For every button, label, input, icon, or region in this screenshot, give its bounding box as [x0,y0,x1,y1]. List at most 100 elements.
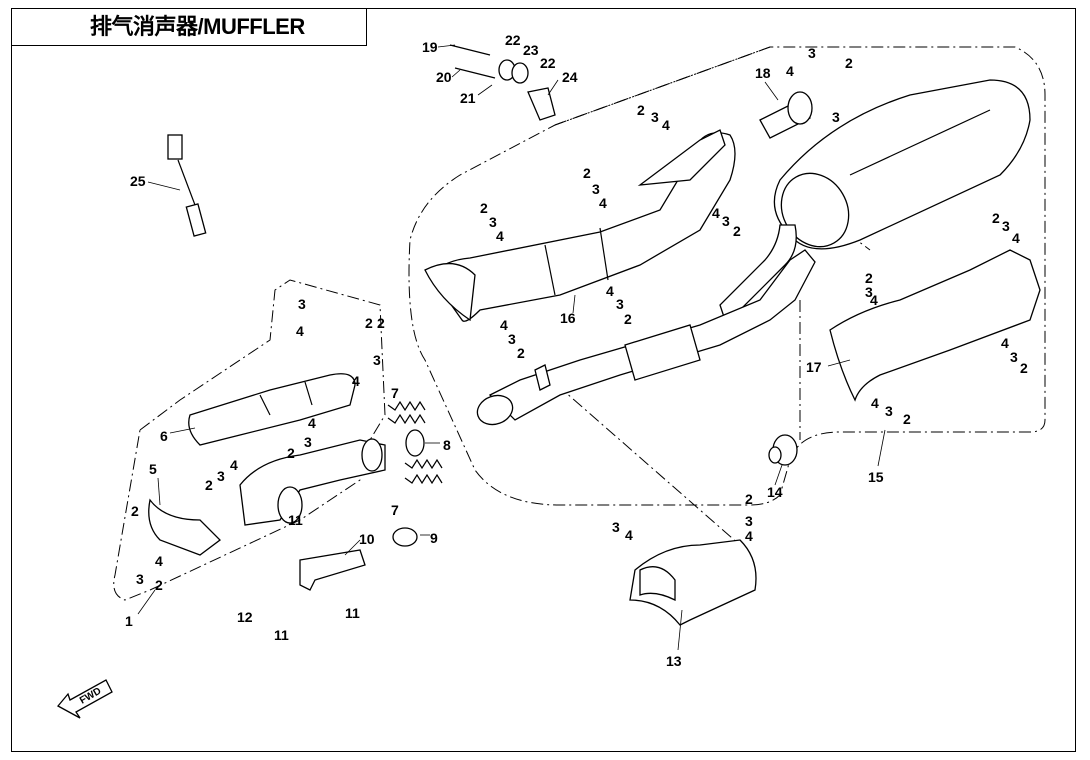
callout-2: 2 [1020,360,1028,376]
callout-4: 4 [662,117,670,133]
callout-3: 3 [745,513,753,529]
callout-13: 13 [666,653,682,669]
callout-3: 3 [508,331,516,347]
callout-4: 4 [606,283,614,299]
callout-7: 7 [391,385,399,401]
heat-shield-link-line [554,46,771,126]
callout-11: 11 [345,605,360,621]
bracket-10 [299,549,366,591]
callout-4: 4 [308,415,316,431]
callout-2: 2 [624,311,632,327]
callout-3: 3 [885,403,893,419]
callout-4: 4 [871,395,879,411]
callout-6: 6 [160,428,168,444]
callout-2: 2 [287,445,295,461]
heat-shield-17 [829,249,1041,402]
callout-2: 2 [865,270,873,286]
page-title: 排气消声器/MUFFLER [11,8,367,46]
callout-3: 3 [651,109,659,125]
callout-3: 3 [1002,218,1010,234]
lower-shield-5 [148,498,221,556]
callout-4: 4 [625,527,633,543]
callout-22: 22 [540,55,556,71]
callout-5: 5 [149,461,157,477]
callout-24: 24 [562,69,578,85]
callout-22: 22 [505,32,521,48]
callout-2: 2 [903,411,911,427]
callout-7: 7 [391,502,399,518]
callout-4: 4 [1012,230,1020,246]
callout-2: 2 [131,503,139,519]
callout-4: 4 [712,205,720,221]
muffler-group-outline [408,46,1046,506]
gasket-9 [392,527,418,547]
callout-3: 3 [136,571,144,587]
callout-3: 3 [612,519,620,535]
callout-2: 2 [205,477,213,493]
callout-2: 2 [637,102,645,118]
callout-4: 4 [745,528,753,544]
callout-3: 3 [1010,349,1018,365]
drawing-border [11,8,1076,752]
callout-21: 21 [460,90,476,106]
callout-2: 2 [517,345,525,361]
callout-2: 2 [845,55,853,71]
exhaust-pipe [476,249,816,426]
callout-18: 18 [755,65,771,81]
callout-2: 2 [365,315,373,331]
heat-shield-16 [424,129,736,322]
header-heat-shield-6 [188,373,356,446]
callout-4: 4 [230,457,238,473]
callout-3: 3 [616,296,624,312]
callout-14: 14 [767,484,783,500]
header-group-outline [113,279,386,601]
callout-3: 3 [217,468,225,484]
callout-11: 11 [288,512,303,528]
callout-2: 2 [155,577,163,593]
callout-2: 2 [992,210,1000,226]
gasket-8 [405,429,425,457]
callout-25: 25 [130,173,146,189]
callout-8: 8 [443,437,451,453]
callout-2: 2 [377,315,385,331]
callout-15: 15 [868,469,884,485]
callout-4: 4 [599,195,607,211]
callout-3: 3 [722,213,730,229]
muffler-body [719,79,1031,322]
callout-4: 4 [155,553,163,569]
shield-13-link-line [539,369,741,546]
callout-3: 3 [832,109,840,125]
spring-7-upper [387,400,426,425]
callout-9: 9 [430,530,438,546]
callout-20: 20 [436,69,452,85]
callout-10: 10 [359,531,375,547]
callout-4: 4 [496,228,504,244]
callout-4: 4 [786,63,794,79]
spring-7-lower [404,458,443,485]
callout-3: 3 [592,181,600,197]
rubber-mount-14 [768,434,798,466]
callout-2: 2 [733,223,741,239]
callout-19: 19 [422,39,438,55]
callout-3: 3 [373,352,381,368]
fwd-arrow-icon [56,679,113,719]
callout-11: 11 [274,627,289,643]
callout-4: 4 [352,373,360,389]
callout-1: 1 [125,613,133,629]
heat-shield-13 [629,539,757,626]
callout-3: 3 [808,45,816,61]
callout-3: 3 [304,434,312,450]
oxygen-sensor-25 [167,134,207,237]
callout-4: 4 [1001,335,1009,351]
callout-3: 3 [489,214,497,230]
callout-2: 2 [583,165,591,181]
callout-12: 12 [237,609,253,625]
callout-17: 17 [806,359,822,375]
exhaust-header-1 [239,438,386,526]
callout-labels: 19 20 21 22 23 22 24 18 3 4 2 3 25 2 3 4… [125,32,1028,669]
callout-4: 4 [500,317,508,333]
callout-3: 3 [865,284,873,300]
bolt-set-19-24 [449,44,556,121]
